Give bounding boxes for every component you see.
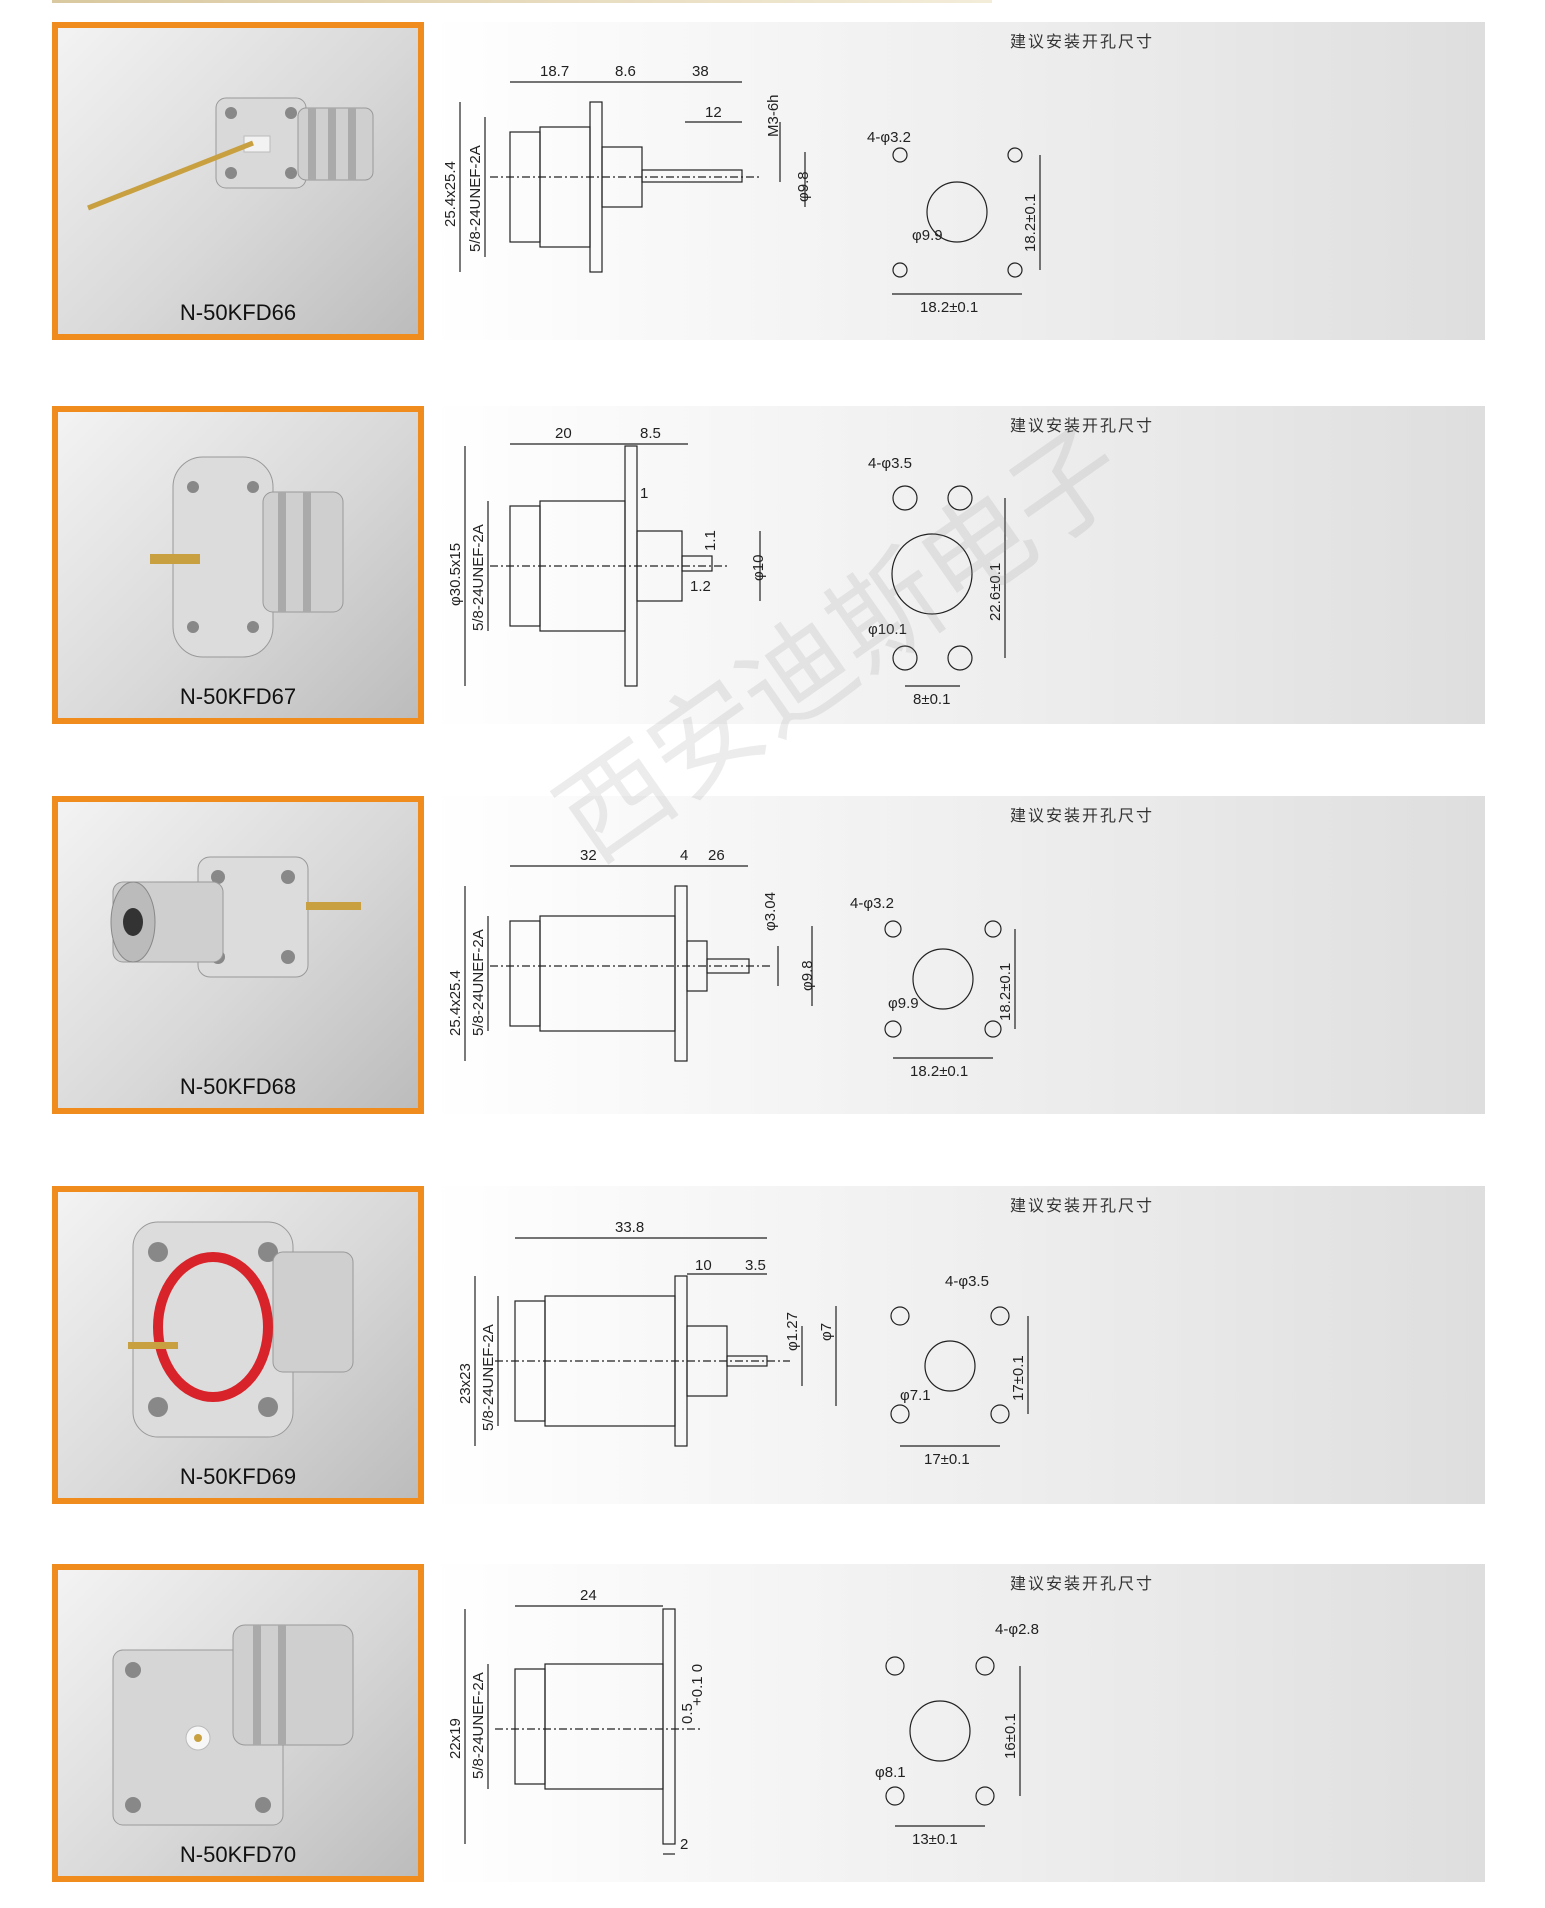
dim-1: 20 bbox=[555, 425, 572, 442]
dim-5: φ9.8 bbox=[799, 960, 816, 991]
model-name: N-50KFD69 bbox=[179, 1464, 297, 1489]
product-row-2: N-50KFD67 建议安装开孔尺寸 20 8.5 1 1.1 1 bbox=[52, 406, 1485, 724]
dim-5: φ7 bbox=[818, 1323, 835, 1341]
connector-render bbox=[87, 97, 374, 211]
dim-thread: 5/8-24UNEF-2A bbox=[470, 1672, 487, 1779]
hole-count: 4-φ3.2 bbox=[850, 895, 894, 912]
dim-2: 4 bbox=[680, 847, 688, 864]
panel-title: 建议安装开孔尺寸 bbox=[1010, 418, 1155, 435]
hole-center: φ8.1 bbox=[875, 1764, 906, 1781]
hole-v: 16±0.1 bbox=[1002, 1713, 1019, 1759]
model-name: N-50KFD66 bbox=[179, 300, 297, 325]
hole-center: φ9.9 bbox=[912, 227, 943, 244]
connector-render bbox=[150, 456, 344, 658]
product-row-1: N-50KFD66 建议安装开孔尺寸 18.7 8.6 38 bbox=[52, 22, 1485, 340]
dim-6: φ10 bbox=[750, 555, 767, 581]
dim-3: 38 bbox=[692, 63, 709, 80]
dim-flange: 25.4x25.4 bbox=[447, 970, 464, 1036]
hole-count: 4-φ3.2 bbox=[867, 129, 911, 146]
dim-4: 1.1 bbox=[702, 530, 719, 551]
model-name: N-50KFD68 bbox=[179, 1074, 297, 1099]
technical-drawing: 20 8.5 1 1.1 1.2 φ10 φ30.5x15 5/8-24UNEF… bbox=[447, 425, 1006, 708]
hole-center: φ7.1 bbox=[900, 1387, 931, 1404]
drawing-panel: 建议安装开孔尺寸 24 0.5 +0.1 0 2 22x19 5/8-24UNE… bbox=[430, 1564, 1485, 1882]
product-row-3: N-50KFD68 建议安装开孔尺寸 32 4 26 φ3.04 bbox=[52, 796, 1485, 1114]
dim-flange: 22x19 bbox=[447, 1718, 464, 1759]
dim-thread: 5/8-24UNEF-2A bbox=[467, 145, 484, 252]
model-name: N-50KFD67 bbox=[179, 684, 297, 709]
technical-drawing: 18.7 8.6 38 12 M3-6h φ9.8 25.4x25.4 5/8-… bbox=[442, 63, 1041, 316]
technical-drawing: 33.8 10 3.5 φ1.27 φ7 23x23 5/8-24UNEF-2A… bbox=[457, 1219, 1029, 1468]
drawing-panel: 建议安装开孔尺寸 20 8.5 1 1.1 1.2 φ10 φ bbox=[430, 406, 1485, 724]
connector-render bbox=[112, 1624, 354, 1826]
dim-2-tolerance: +0.1 0 bbox=[689, 1664, 706, 1706]
dim-5: φ9.8 bbox=[795, 171, 812, 202]
hole-h: 18.2±0.1 bbox=[920, 299, 978, 316]
hole-v: 17±0.1 bbox=[1010, 1355, 1027, 1401]
dim-4: φ3.04 bbox=[762, 892, 779, 931]
hole-v: 22.6±0.1 bbox=[987, 563, 1004, 621]
hole-count: 4-φ3.5 bbox=[945, 1273, 989, 1290]
panel-title: 建议安装开孔尺寸 bbox=[1010, 1198, 1155, 1215]
dim-4: 12 bbox=[705, 104, 722, 121]
dim-flange: 25.4x25.4 bbox=[442, 161, 459, 227]
dim-thread-tip: M3-6h bbox=[765, 94, 782, 137]
dim-flange: φ30.5x15 bbox=[447, 543, 464, 606]
panel-title: 建议安装开孔尺寸 bbox=[1010, 1576, 1155, 1593]
product-photo: N-50KFD66 bbox=[52, 22, 424, 340]
dim-1: 24 bbox=[580, 1587, 597, 1604]
connector-render bbox=[128, 1221, 354, 1438]
dim-1: 33.8 bbox=[615, 1219, 644, 1236]
dim-2: 8.6 bbox=[615, 63, 636, 80]
dim-flange: 23x23 bbox=[457, 1363, 474, 1404]
dim-4: φ1.27 bbox=[784, 1312, 801, 1351]
dim-3: 2 bbox=[680, 1836, 688, 1853]
dim-2: 10 bbox=[695, 1257, 712, 1274]
hole-center: φ9.9 bbox=[888, 995, 919, 1012]
dim-3: 26 bbox=[708, 847, 725, 864]
drawing-panel: 建议安装开孔尺寸 32 4 26 φ3.04 φ9.8 25.4x25.4 bbox=[430, 796, 1485, 1114]
hole-v: 18.2±0.1 bbox=[997, 963, 1014, 1021]
dim-3: 1 bbox=[640, 485, 648, 502]
top-decor-line bbox=[52, 0, 992, 3]
dim-1: 32 bbox=[580, 847, 597, 864]
hole-h: 17±0.1 bbox=[924, 1451, 970, 1468]
hole-count: 4-φ3.5 bbox=[868, 455, 912, 472]
dim-thread: 5/8-24UNEF-2A bbox=[470, 929, 487, 1036]
dim-1: 18.7 bbox=[540, 63, 569, 80]
product-row-5: N-50KFD70 建议安装开孔尺寸 24 0.5 +0.1 0 2 22x19… bbox=[52, 1564, 1485, 1882]
dim-5: 1.2 bbox=[690, 578, 711, 595]
hole-h: 18.2±0.1 bbox=[910, 1063, 968, 1080]
drawing-panel: 建议安装开孔尺寸 18.7 8.6 38 12 M3-6h bbox=[430, 22, 1485, 340]
panel-title: 建议安装开孔尺寸 bbox=[1010, 808, 1155, 825]
technical-drawing: 32 4 26 φ3.04 φ9.8 25.4x25.4 5/8-24UNEF-… bbox=[447, 847, 1016, 1080]
dim-2: 0.5 bbox=[679, 1703, 696, 1724]
hole-h: 8±0.1 bbox=[913, 691, 950, 708]
product-row-4: N-50KFD69 建议安装开孔尺寸 33.8 10 3.5 φ1.27 bbox=[52, 1186, 1485, 1504]
product-photo: N-50KFD67 bbox=[52, 406, 424, 724]
product-photo: N-50KFD70 bbox=[52, 1564, 424, 1882]
dim-3: 3.5 bbox=[745, 1257, 766, 1274]
product-photo: N-50KFD69 bbox=[52, 1186, 424, 1504]
dim-2: 8.5 bbox=[640, 425, 661, 442]
hole-center: φ10.1 bbox=[868, 621, 907, 638]
technical-drawing: 24 0.5 +0.1 0 2 22x19 5/8-24UNEF-2A 4-φ2… bbox=[447, 1587, 1039, 1855]
panel-title: 建议安装开孔尺寸 bbox=[1010, 34, 1155, 51]
dim-thread: 5/8-24UNEF-2A bbox=[470, 524, 487, 631]
product-photo: N-50KFD68 bbox=[52, 796, 424, 1114]
connector-render bbox=[110, 856, 361, 978]
drawing-panel: 建议安装开孔尺寸 33.8 10 3.5 φ1.27 φ7 23x23 bbox=[430, 1186, 1485, 1504]
dim-thread: 5/8-24UNEF-2A bbox=[480, 1324, 497, 1431]
model-name: N-50KFD70 bbox=[179, 1842, 297, 1867]
hole-h: 13±0.1 bbox=[912, 1831, 958, 1848]
hole-count: 4-φ2.8 bbox=[995, 1621, 1039, 1638]
hole-v: 18.2±0.1 bbox=[1022, 194, 1039, 252]
